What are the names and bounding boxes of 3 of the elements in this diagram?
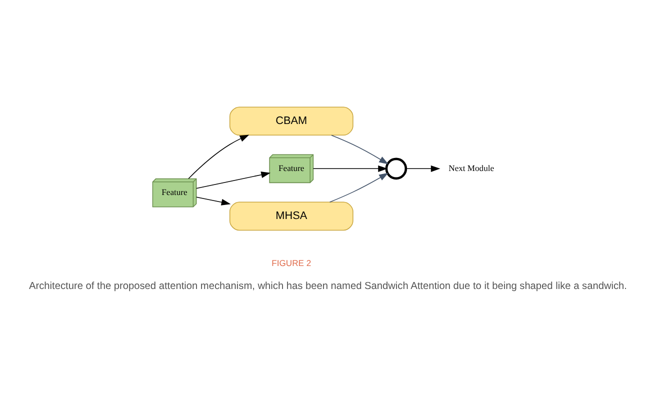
node-text: Next Module — [448, 162, 494, 172]
caption: Architecture of the proposed attention mechanism, which has been named Sandwich Attention due to it being shaped like a sandwich. — [29, 280, 627, 292]
label: FIGURE 2 — [272, 257, 312, 268]
